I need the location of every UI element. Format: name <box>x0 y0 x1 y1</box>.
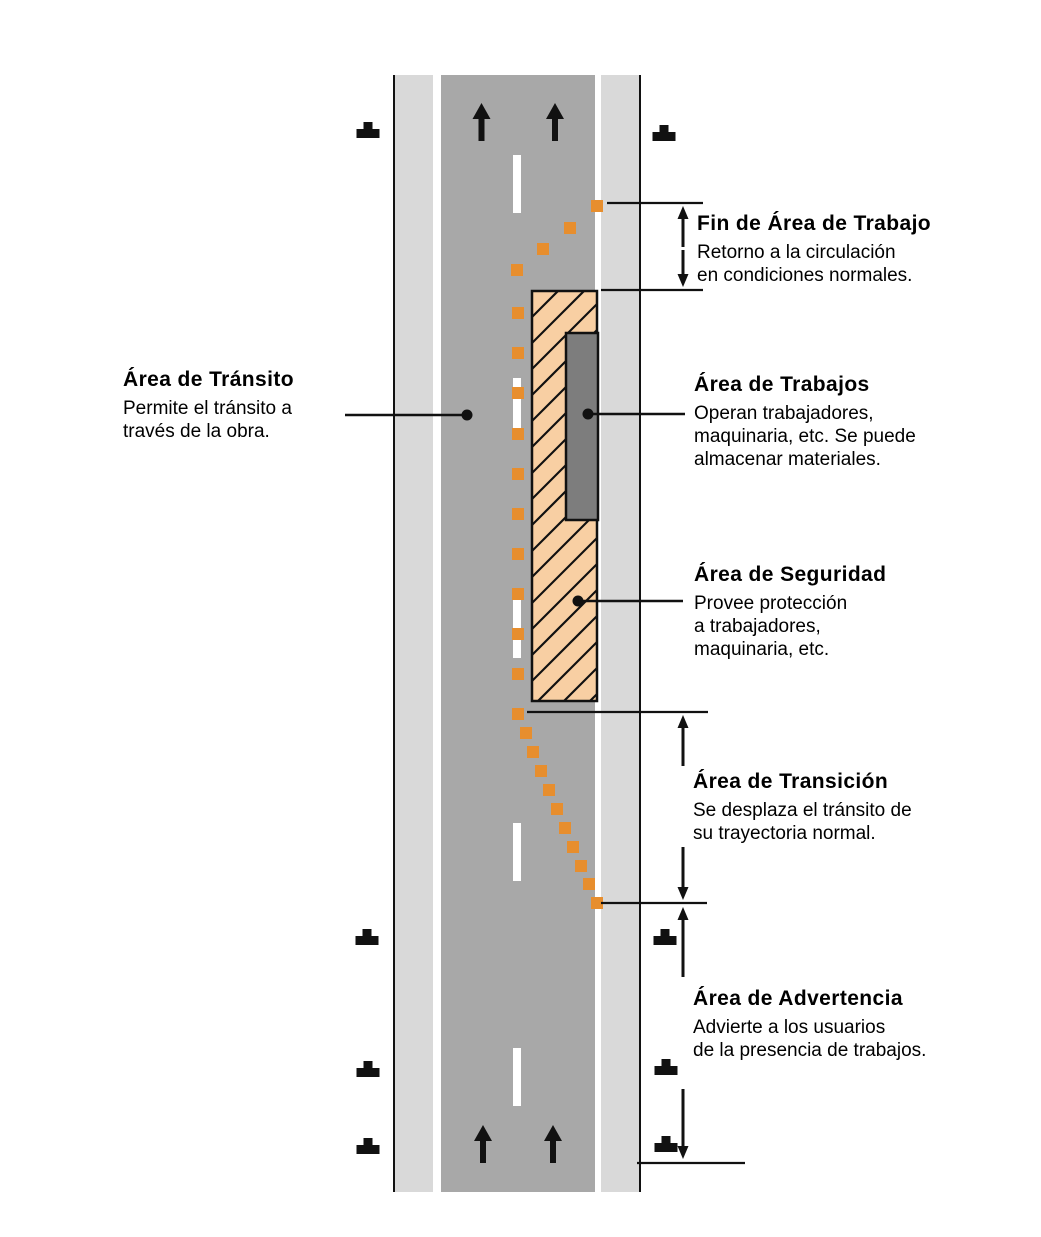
traffic-cone-marker <box>567 841 579 853</box>
hatch-line <box>902 291 1041 701</box>
traffic-cone-marker <box>512 428 524 440</box>
label-title: Área de Tránsito <box>123 368 294 391</box>
traffic-cone-marker <box>512 548 524 560</box>
left-shoulder <box>395 75 433 1192</box>
label-text: Permite el tránsito a <box>123 398 292 419</box>
traffic-cone-marker <box>520 727 532 739</box>
lane-dash <box>513 823 521 881</box>
label-text: de la presencia de trabajos. <box>693 1040 927 1061</box>
label-text: en condiciones normales. <box>697 265 913 286</box>
traffic-cone-marker <box>512 347 524 359</box>
hatch-line <box>532 458 597 527</box>
traffic-cone-marker <box>543 784 555 796</box>
hatch-line <box>532 302 597 371</box>
traffic-cone-marker <box>591 200 603 212</box>
dimension-arrowhead <box>677 887 689 900</box>
traffic-cone-marker <box>512 508 524 520</box>
label-text: maquinaria, etc. <box>694 639 830 660</box>
delineator-post-icon <box>356 122 380 138</box>
label-text: Retorno a la circulación <box>697 242 896 263</box>
delineator-post-icon <box>654 1136 678 1152</box>
traffic-cone-marker <box>511 264 523 276</box>
traffic-cone-marker <box>583 878 595 890</box>
delineator-post-icon <box>654 1059 678 1075</box>
delineator-post-icon <box>356 1138 380 1154</box>
delineator-post-icon <box>653 929 677 945</box>
traffic-cone-marker <box>559 822 571 834</box>
label-text: su trayectoria normal. <box>693 823 876 844</box>
right-shoulder <box>601 75 639 1192</box>
hatch-line <box>532 614 597 683</box>
traffic-cone-marker <box>512 387 524 399</box>
label-title: Área de Advertencia <box>693 987 903 1010</box>
hatch-line <box>1006 291 1041 701</box>
label-area-de-transito: Área de Tránsito Permite el tránsito a t… <box>123 368 294 443</box>
up-arrow-icon <box>546 103 564 141</box>
label-text: través de la obra. <box>123 421 270 442</box>
dimension-arrowhead <box>677 907 689 920</box>
delineator-post-icon <box>652 125 676 141</box>
label-title: Área de Trabajos <box>694 373 870 396</box>
label-text: Operan trabajadores, <box>694 403 874 424</box>
dimension-arrowhead <box>677 206 689 219</box>
callout-dot <box>461 409 473 421</box>
traffic-cone-marker <box>512 468 524 480</box>
traffic-cone-marker <box>564 222 576 234</box>
label-text: maquinaria, etc. Se puede <box>694 426 916 447</box>
label-area-de-advertencia: Área de Advertencia Advierte a los usuar… <box>693 987 926 1062</box>
dimension-arrowhead <box>677 715 689 728</box>
work-area <box>564 331 600 522</box>
up-arrow-icon <box>472 103 491 141</box>
up-arrow-icon <box>474 1125 492 1163</box>
label-title: Área de Transición <box>693 770 889 793</box>
traffic-cone-marker <box>535 765 547 777</box>
dimension-arrowhead <box>677 274 689 287</box>
callout-dot <box>582 408 594 420</box>
label-text: Advierte a los usuarios <box>693 1017 886 1038</box>
label-text: almacenar materiales. <box>694 449 881 470</box>
lane-dash <box>513 155 521 213</box>
delineator-post-icon <box>356 1061 380 1077</box>
hatch-line <box>532 432 597 501</box>
label-title: Fin de Área de Trabajo <box>697 212 932 235</box>
hatch-line <box>928 291 1041 701</box>
traffic-cone-marker <box>591 897 603 909</box>
hatch-line <box>876 291 1041 701</box>
hatch-line <box>954 291 1041 701</box>
traffic-cone-marker <box>551 803 563 815</box>
dimension-arrowhead <box>677 1146 689 1159</box>
traffic-cone-marker <box>512 307 524 319</box>
label-text: Se desplaza el tránsito de <box>693 800 912 821</box>
traffic-cone-marker <box>537 243 549 255</box>
traffic-cone-marker <box>512 668 524 680</box>
callout-dot <box>572 595 584 607</box>
lane-dash <box>513 1048 521 1106</box>
label-text: a trabajadores, <box>694 616 821 637</box>
up-arrow-icon <box>544 1125 562 1163</box>
label-area-de-seguridad: Área de Seguridad Provee protección a tr… <box>694 563 886 661</box>
hatch-line <box>980 291 1041 701</box>
label-fin-de-area-de-trabajo: Fin de Área de Trabajo Retorno a la circ… <box>697 212 931 287</box>
traffic-cone-marker <box>512 588 524 600</box>
label-text: Provee protección <box>694 593 848 614</box>
traffic-cone-marker <box>575 860 587 872</box>
traffic-cone-marker <box>512 628 524 640</box>
delineator-post-icon <box>355 929 379 945</box>
traffic-cone-marker <box>527 746 539 758</box>
label-area-de-transicion: Área de Transición Se desplaza el tránsi… <box>693 770 912 845</box>
label-area-de-trabajos: Área de Trabajos Operan trabajadores, ma… <box>694 373 916 471</box>
lane-dash <box>513 378 521 436</box>
hatch-line <box>532 588 597 657</box>
label-title: Área de Seguridad <box>694 563 887 586</box>
traffic-cone-marker <box>512 708 524 720</box>
